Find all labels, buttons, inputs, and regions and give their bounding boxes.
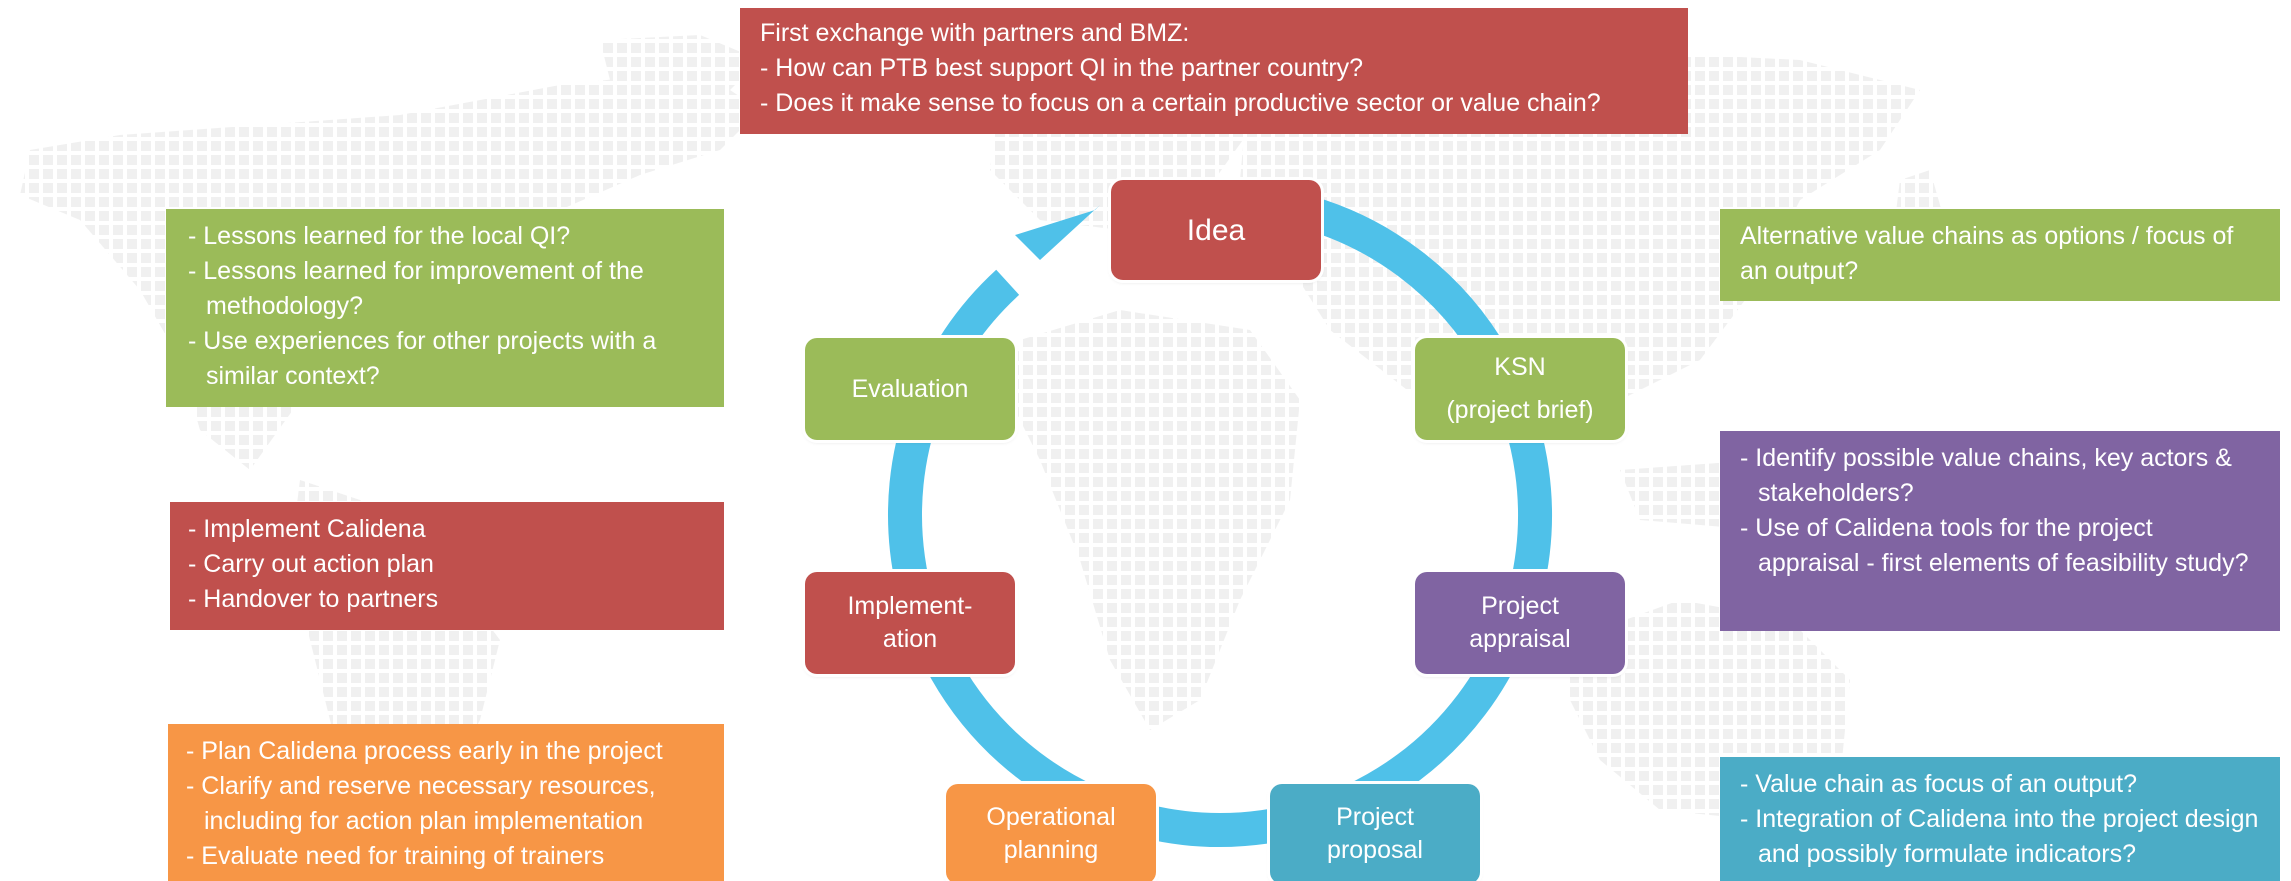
info-box-idea: First exchange with partners and BMZ: - … <box>740 8 1688 134</box>
node-implementation-line1: Implement- <box>847 592 973 620</box>
info-implementation-item: - Handover to partners <box>188 585 439 613</box>
node-ksn-line2: (project brief) <box>1446 396 1594 424</box>
info-box-implementation: - Implement Calidena - Carry out action … <box>170 502 724 630</box>
info-operational-item: - Plan Calidena process early in the pro… <box>186 737 663 765</box>
node-appraisal-line2: appraisal <box>1469 625 1571 653</box>
node-ksn: KSN (project brief) <box>1415 338 1625 440</box>
info-proposal-item: - Integration of Calidena into the proje… <box>1740 805 2259 868</box>
info-evaluation-item: - Lessons learned for the local QI? <box>188 222 571 250</box>
node-evaluation: Evaluation <box>805 338 1015 440</box>
node-project-proposal: Project proposal <box>1270 784 1480 881</box>
info-evaluation-item: - Use experiences for other projects wit… <box>188 327 657 390</box>
node-implementation-line2: ation <box>882 625 938 653</box>
info-appraisal-item: - Use of Calidena tools for the project … <box>1740 514 2249 577</box>
node-appraisal-line1: Project <box>1481 592 1559 620</box>
node-operational-line1: Operational <box>986 803 1116 831</box>
node-idea: Idea <box>1111 180 1321 280</box>
info-operational-item: - Evaluate need for training of trainers <box>186 842 605 870</box>
node-evaluation-label: Evaluation <box>851 374 969 403</box>
info-idea-item: - Does it make sense to focus on a certa… <box>760 89 1601 117</box>
info-proposal-item: - Value chain as focus of an output? <box>1740 770 2138 798</box>
node-operational-line2: planning <box>1003 836 1099 864</box>
info-appraisal-item: - Identify possible value chains, key ac… <box>1740 444 2232 507</box>
info-box-project-proposal: - Value chain as focus of an output? - I… <box>1720 757 2280 881</box>
info-evaluation-item: - Lessons learned for improvement of the… <box>188 257 644 320</box>
info-idea-item: - How can PTB best support QI in the par… <box>760 54 1364 82</box>
node-operational-planning: Operational planning <box>946 784 1156 881</box>
node-implementation: Implement- ation <box>805 572 1015 674</box>
node-proposal-line2: proposal <box>1327 836 1423 864</box>
node-idea-label: Idea <box>1186 213 1246 247</box>
info-implementation-item: - Implement Calidena <box>188 515 426 543</box>
info-implementation-item: - Carry out action plan <box>188 550 434 578</box>
info-box-ksn: Alternative value chains as options / fo… <box>1720 209 2280 301</box>
node-project-appraisal: Project appraisal <box>1415 572 1625 674</box>
info-box-evaluation: - Lessons learned for the local QI? - Le… <box>166 209 724 407</box>
node-ksn-line1: KSN <box>1494 353 1546 381</box>
node-proposal-line1: Project <box>1336 803 1414 831</box>
info-operational-item: - Clarify and reserve necessary resource… <box>186 772 656 835</box>
info-ksn-text: Alternative value chains as options / fo… <box>1740 222 2234 285</box>
info-box-project-appraisal: - Identify possible value chains, key ac… <box>1720 431 2280 631</box>
cycle-arrowhead <box>1015 205 1100 260</box>
info-idea-heading: First exchange with partners and BMZ: <box>760 19 1190 47</box>
info-box-operational-planning: - Plan Calidena process early in the pro… <box>168 724 724 881</box>
